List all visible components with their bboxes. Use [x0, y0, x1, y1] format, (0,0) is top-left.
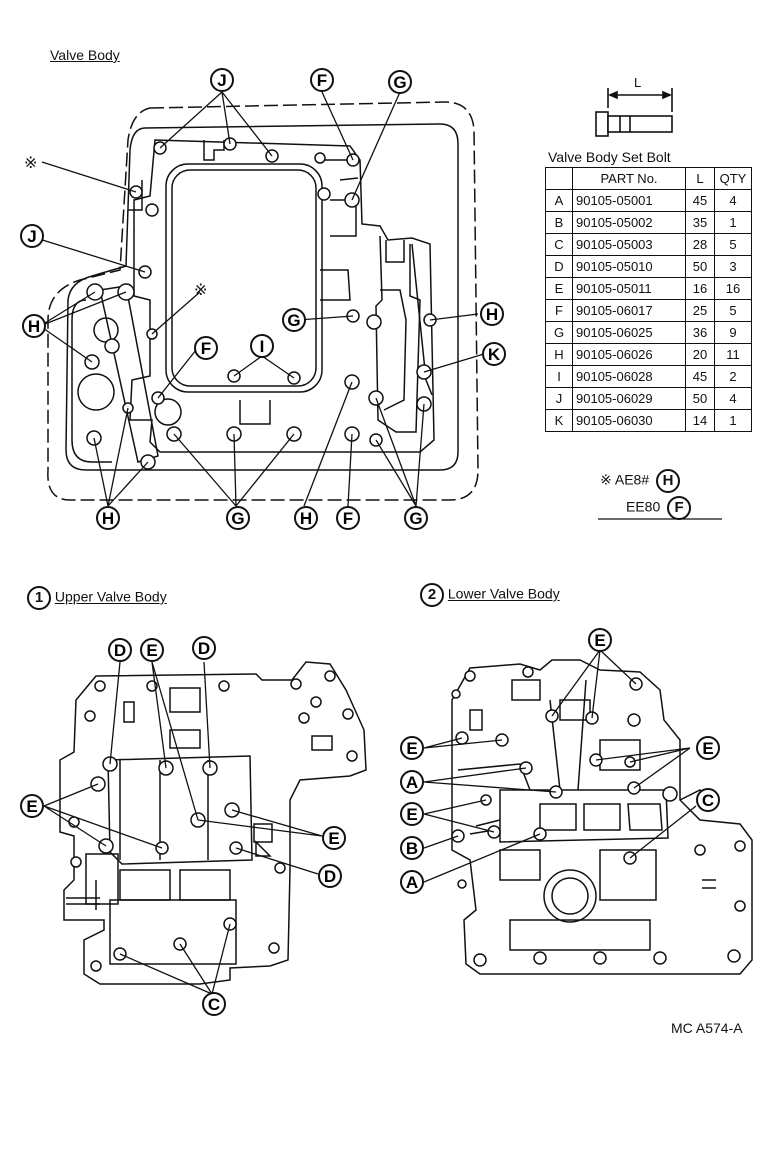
row-qty-cell: 9 — [714, 321, 752, 344]
note-ae8-text: AE8# — [614, 471, 650, 488]
upper-number-badge: 1 — [27, 586, 51, 610]
row-part-cell: 90105-06030 — [572, 409, 686, 432]
row-qty-cell: 1 — [714, 211, 752, 234]
row-qty-cell: 1 — [714, 409, 752, 432]
lower-leaders — [423, 649, 697, 883]
row-part-cell: 90105-06029 — [572, 387, 686, 410]
lower-valve-body-title: 2 Lower Valve Body — [420, 583, 560, 607]
note-ee80-text: EE80 — [626, 498, 661, 515]
note-ae8-letter: H — [656, 469, 680, 493]
bolt-table-title: Valve Body Set Bolt — [548, 149, 671, 165]
row-length-cell: 14 — [685, 409, 715, 432]
upper-valve-body — [59, 661, 367, 985]
lower-valve-body — [451, 659, 753, 975]
row-length-cell: 25 — [685, 299, 715, 322]
row-part-cell: 90105-05011 — [572, 277, 686, 300]
figure-code: MC A574-A — [671, 1020, 743, 1036]
asterisk-mark-middle: ※ — [194, 282, 208, 299]
row-qty-cell: 2 — [714, 365, 752, 388]
col-key-header — [545, 167, 573, 190]
upper-valve-body-title: 1 Upper Valve Body — [27, 586, 167, 610]
valve-body-assembly — [47, 101, 479, 501]
col-qty-header: QTY — [714, 167, 752, 190]
row-part-cell: 90105-05010 — [572, 255, 686, 278]
valve-body-title: Valve Body — [50, 47, 120, 63]
lower-number-badge: 2 — [420, 583, 444, 607]
note-ae8-symbol: ※ — [600, 471, 612, 488]
upper-leaders — [43, 661, 323, 995]
asterisk-mark-top: ※ — [24, 155, 38, 172]
upper-title-text: Upper Valve Body — [54, 588, 167, 605]
top-leaders — [35, 91, 485, 507]
bolt-length-label: L — [634, 75, 642, 90]
lower-title-text: Lower Valve Body — [447, 585, 560, 602]
row-qty-cell: 11 — [714, 343, 752, 366]
note-ae8: ※ AE8# H — [600, 469, 680, 493]
row-length-cell: 50 — [685, 387, 715, 410]
bolt-table-header: PART No. L QTY — [545, 167, 752, 190]
